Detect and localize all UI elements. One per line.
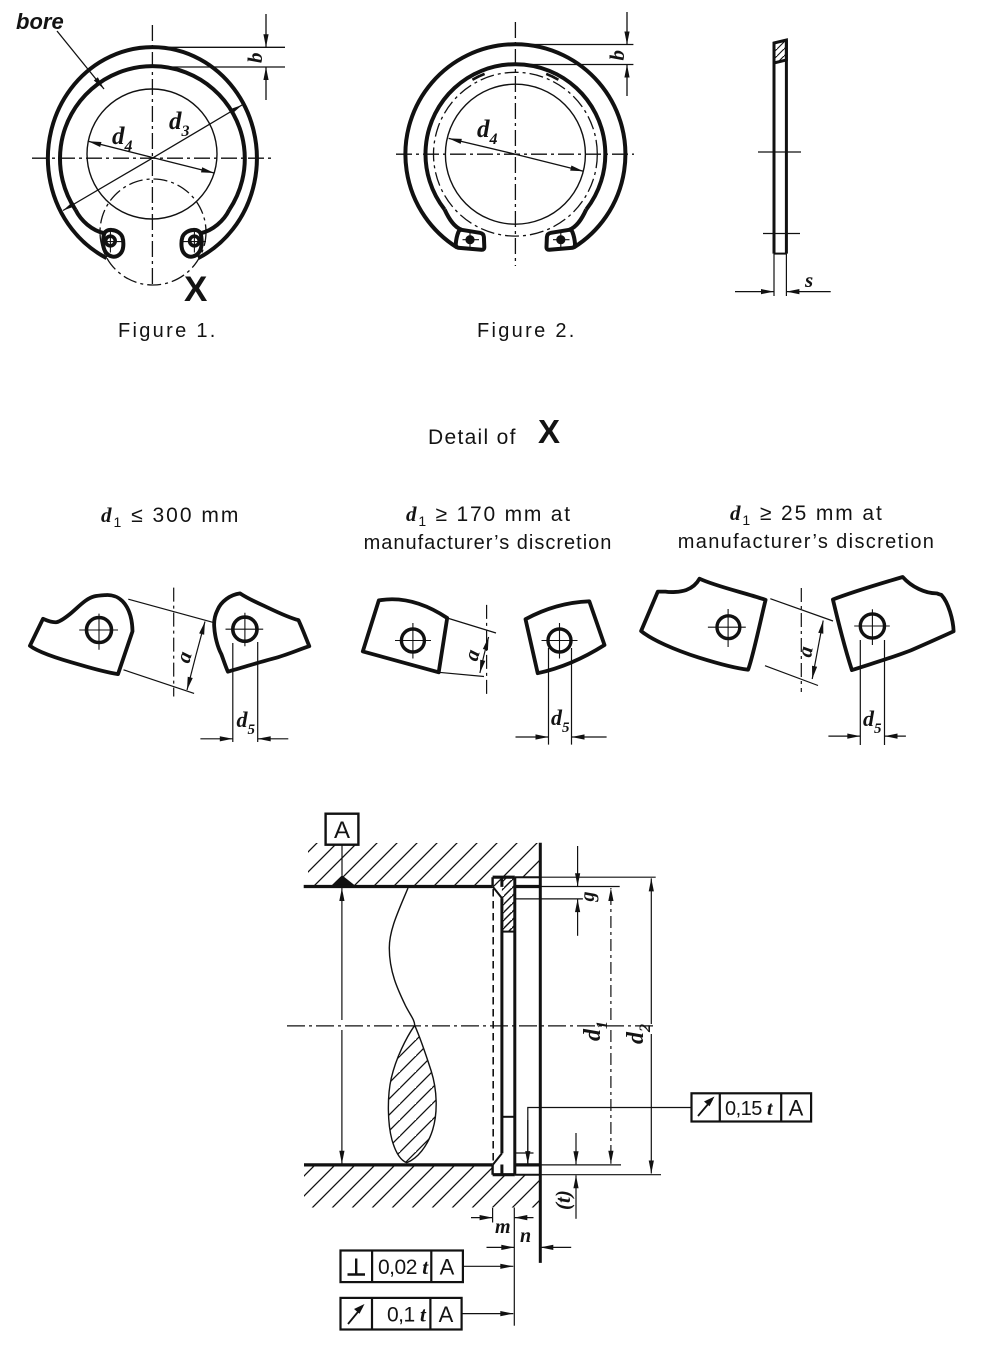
svg-text:X: X xyxy=(184,270,208,309)
svg-text:X: X xyxy=(538,413,560,450)
svg-text:b: b xyxy=(243,53,267,64)
svg-text:0,02 t: 0,02 t xyxy=(378,1255,429,1279)
svg-text:b: b xyxy=(605,50,629,61)
svg-text:n: n xyxy=(520,1225,531,1247)
svg-text:bore: bore xyxy=(16,9,64,34)
svg-text:manufacturer’s discretion: manufacturer’s discretion xyxy=(364,532,613,554)
svg-text:0,15 t: 0,15 t xyxy=(725,1098,774,1120)
svg-text:d1 ≤ 300 mm: d1 ≤ 300 mm xyxy=(101,503,240,530)
svg-text:A: A xyxy=(440,1255,455,1280)
svg-text:g: g xyxy=(577,892,599,903)
svg-text:0,1 t: 0,1 t xyxy=(387,1303,427,1327)
svg-text:Figure 1.: Figure 1. xyxy=(118,320,218,342)
svg-text:m: m xyxy=(495,1216,511,1238)
svg-text:a: a xyxy=(792,644,817,659)
svg-text:Detail of: Detail of xyxy=(428,426,517,449)
svg-text:A: A xyxy=(789,1096,804,1121)
svg-text:manufacturer’s discretion: manufacturer’s discretion xyxy=(678,531,936,553)
svg-text:d1 ≥ 170 mm at: d1 ≥ 170 mm at xyxy=(406,502,572,529)
svg-text:A: A xyxy=(334,817,350,844)
svg-text:(t): (t) xyxy=(551,1190,575,1210)
svg-text:d1 ≥ 25 mm at: d1 ≥ 25 mm at xyxy=(730,501,884,528)
svg-text:A: A xyxy=(439,1302,454,1327)
svg-text:Figure 2.: Figure 2. xyxy=(477,320,577,342)
svg-text:s: s xyxy=(804,268,813,292)
